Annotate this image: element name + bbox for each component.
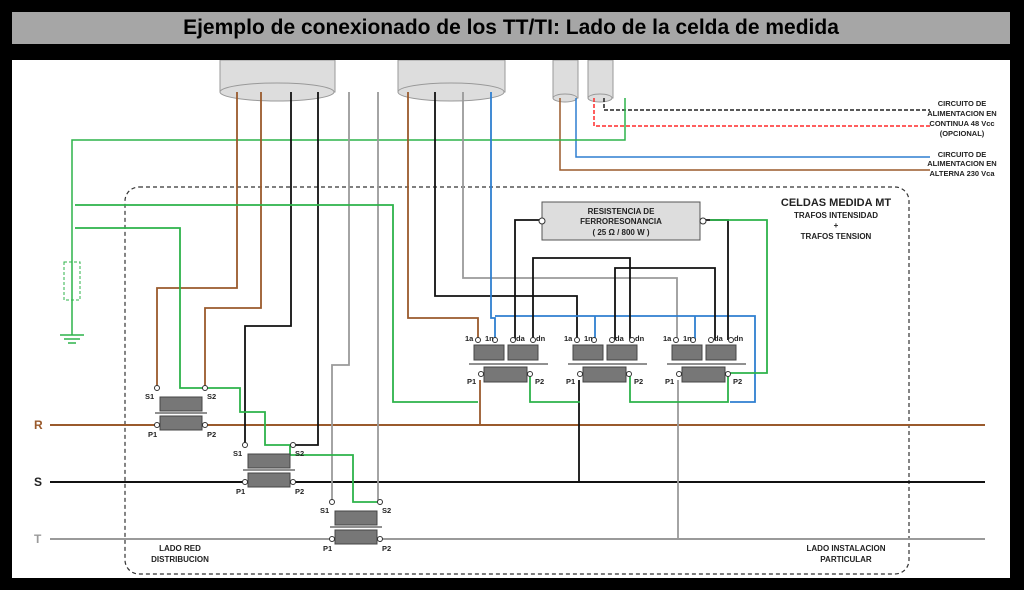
terminal-label: dn bbox=[734, 334, 744, 343]
terminal-label: S1 bbox=[145, 392, 154, 401]
terminal-label: dn bbox=[635, 334, 645, 343]
phase-s-label: S bbox=[34, 475, 42, 489]
right-side-label: PARTICULAR bbox=[820, 555, 872, 564]
legend-text: CONTINUA 48 Vcc bbox=[929, 119, 994, 128]
terminal-label: P1 bbox=[467, 377, 476, 386]
terminal-label: S2 bbox=[295, 449, 304, 458]
legend-text: (OPCIONAL) bbox=[940, 129, 985, 138]
page-title: Ejemplo de conexionado de los TT/TI: Lad… bbox=[183, 16, 839, 39]
terminal-label: S1 bbox=[233, 449, 242, 458]
wiring-diagram: R S T CIRCUITO DE ALIMENTACION EN CONTIN… bbox=[34, 59, 997, 575]
side-labels: LADO RED DISTRIBUCION LADO INSTALACION P… bbox=[151, 544, 886, 564]
terminal-label: P1 bbox=[323, 544, 332, 553]
terminal-label: P1 bbox=[236, 487, 245, 496]
vt-wires bbox=[407, 92, 768, 539]
cell-title: CELDAS MEDIDA MT bbox=[781, 197, 891, 209]
title-bar: Ejemplo de conexionado de los TT/TI: Lad… bbox=[12, 12, 1010, 44]
dc-supply-wires bbox=[593, 98, 930, 127]
ac-legend: CIRCUITO DE ALIMENTACION EN ALTERNA 230 … bbox=[927, 150, 996, 178]
ac-supply-wires bbox=[559, 98, 930, 171]
terminal-label: S1 bbox=[320, 506, 329, 515]
terminal-label: P2 bbox=[295, 487, 304, 496]
terminal-label: P2 bbox=[634, 377, 643, 386]
terminal-label: 1a bbox=[663, 334, 672, 343]
voltage-transformer-3: 1a 1n da dn P1 P2 bbox=[663, 334, 746, 386]
left-side-label: LADO RED bbox=[159, 544, 201, 553]
cell-subtitle: TRAFOS TENSION bbox=[801, 232, 872, 241]
legend-text: CIRCUITO DE bbox=[938, 99, 987, 108]
cell-subtitle: TRAFOS INTENSIDAD bbox=[794, 211, 878, 220]
cell-boundary bbox=[124, 186, 910, 575]
resistor-label: RESISTENCIA DE bbox=[588, 207, 655, 216]
terminal-label: P2 bbox=[535, 377, 544, 386]
cell-subtitle: + bbox=[834, 221, 839, 230]
terminal-label: dn bbox=[536, 334, 546, 343]
cable-bushing-1 bbox=[219, 59, 336, 102]
ct-secondary-wires bbox=[75, 92, 478, 503]
current-transformer-t: S1 S2 P1 P2 bbox=[320, 499, 391, 553]
terminal-label: 1n bbox=[683, 334, 692, 343]
resistor-label: ( 25 Ω / 800 W ) bbox=[592, 228, 649, 237]
voltage-transformer-1: 1a 1n da dn P1 P2 bbox=[465, 334, 548, 386]
terminal-label: P1 bbox=[148, 430, 157, 439]
terminal-label: S2 bbox=[207, 392, 216, 401]
diagram-canvas: R S T CIRCUITO DE ALIMENTACION EN CONTIN… bbox=[12, 59, 1010, 578]
right-side-label: LADO INSTALACION bbox=[807, 544, 886, 553]
phase-r-label: R bbox=[34, 418, 43, 432]
current-transformer-s: S1 S2 P1 P2 bbox=[233, 442, 304, 496]
phase-t-label: T bbox=[34, 532, 42, 546]
left-side-label: DISTRIBUCION bbox=[151, 555, 209, 564]
terminal-label: da bbox=[516, 334, 526, 343]
current-transformer-r: S1 S2 P1 P2 bbox=[145, 385, 216, 439]
terminal-label: S2 bbox=[382, 506, 391, 515]
terminal-label: P2 bbox=[382, 544, 391, 553]
terminal-label: 1n bbox=[485, 334, 494, 343]
cable-bushing-3 bbox=[552, 59, 614, 103]
legend-text: ALTERNA 230 Vca bbox=[929, 169, 995, 178]
dc-legend: CIRCUITO DE ALIMENTACION EN CONTINUA 48 … bbox=[927, 99, 996, 138]
resistor-label: FERRORESONANCIA bbox=[580, 217, 662, 226]
terminal-label: 1a bbox=[564, 334, 573, 343]
terminal-label: P2 bbox=[733, 377, 742, 386]
voltage-transformer-2: 1a 1n da dn P1 P2 bbox=[564, 334, 647, 386]
terminal-label: da bbox=[714, 334, 724, 343]
terminal-label: P1 bbox=[665, 377, 674, 386]
legend-text: ALIMENTACION EN bbox=[927, 109, 996, 118]
cell-title-block: CELDAS MEDIDA MT TRAFOS INTENSIDAD + TRA… bbox=[781, 197, 891, 241]
terminal-label: 1n bbox=[584, 334, 593, 343]
legend-text: CIRCUITO DE bbox=[938, 150, 987, 159]
terminal-label: 1a bbox=[465, 334, 474, 343]
cable-bushing-2 bbox=[397, 59, 506, 102]
terminal-label: P2 bbox=[207, 430, 216, 439]
terminal-label: da bbox=[615, 334, 625, 343]
legend-text: ALIMENTACION EN bbox=[927, 159, 996, 168]
ferroresonance-resistor: RESISTENCIA DE FERRORESONANCIA ( 25 Ω / … bbox=[538, 201, 707, 241]
terminal-label: P1 bbox=[566, 377, 575, 386]
